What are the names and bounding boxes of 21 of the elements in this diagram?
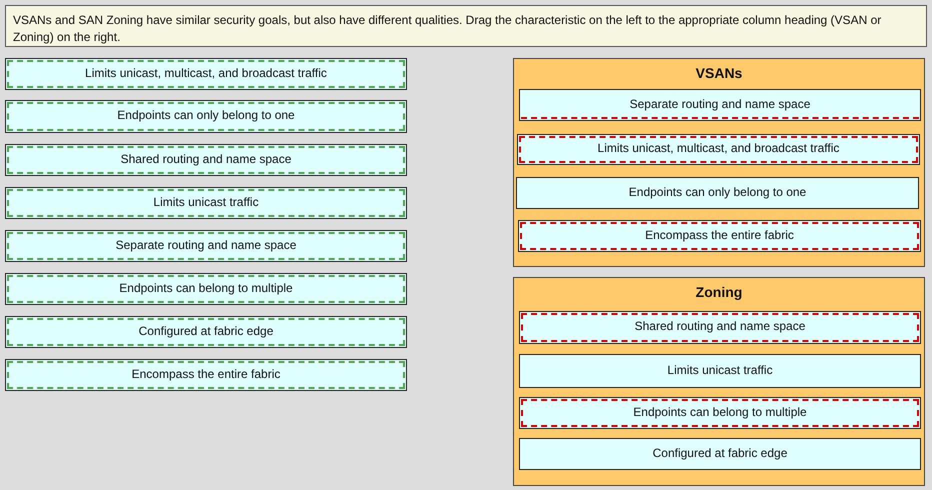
draggable-answer-card: Limits unicast, multicast, and broadcast traffic: [5, 58, 407, 90]
column-heading: VSANs: [694, 65, 744, 81]
draggable-answer-card: Endpoints can belong to multiple: [5, 273, 407, 305]
column-heading: Zoning: [694, 284, 744, 300]
draggable-answer-card: Limits unicast traffic: [5, 187, 407, 219]
draggable-answer-card: Separate routing and name space: [519, 89, 921, 121]
draggable-answer-card: Shared routing and name space: [5, 144, 407, 176]
draggable-answer-card: Endpoints can belong to multiple: [519, 397, 921, 429]
draggable-answer-card: Endpoints can only belong to one: [516, 177, 919, 209]
draggable-answer-card: Limits unicast, multicast, and broadcast traffic: [517, 134, 920, 165]
draggable-answer-card: Separate routing and name space: [5, 230, 407, 262]
instruction-box: VSANs and SAN Zoning have similar security goals, but also have different qualities. Drag the characteristic on the left to the appropriate column heading (VSAN or Zoning) on the right.: [5, 5, 927, 47]
drop-zone-panel: [513, 58, 925, 267]
draggable-answer-card: Configured at fabric edge: [519, 438, 921, 470]
draggable-answer-card: Endpoints can only belong to one: [5, 100, 407, 133]
draggable-answer-card: Shared routing and name space: [519, 311, 921, 344]
draggable-answer-card: Encompass the entire fabric: [5, 359, 407, 391]
draggable-answer-card: Encompass the entire fabric: [518, 220, 921, 252]
drop-zone-panel: [513, 277, 925, 486]
draggable-answer-card: Configured at fabric edge: [5, 316, 407, 348]
draggable-answer-card: Limits unicast traffic: [519, 354, 921, 388]
